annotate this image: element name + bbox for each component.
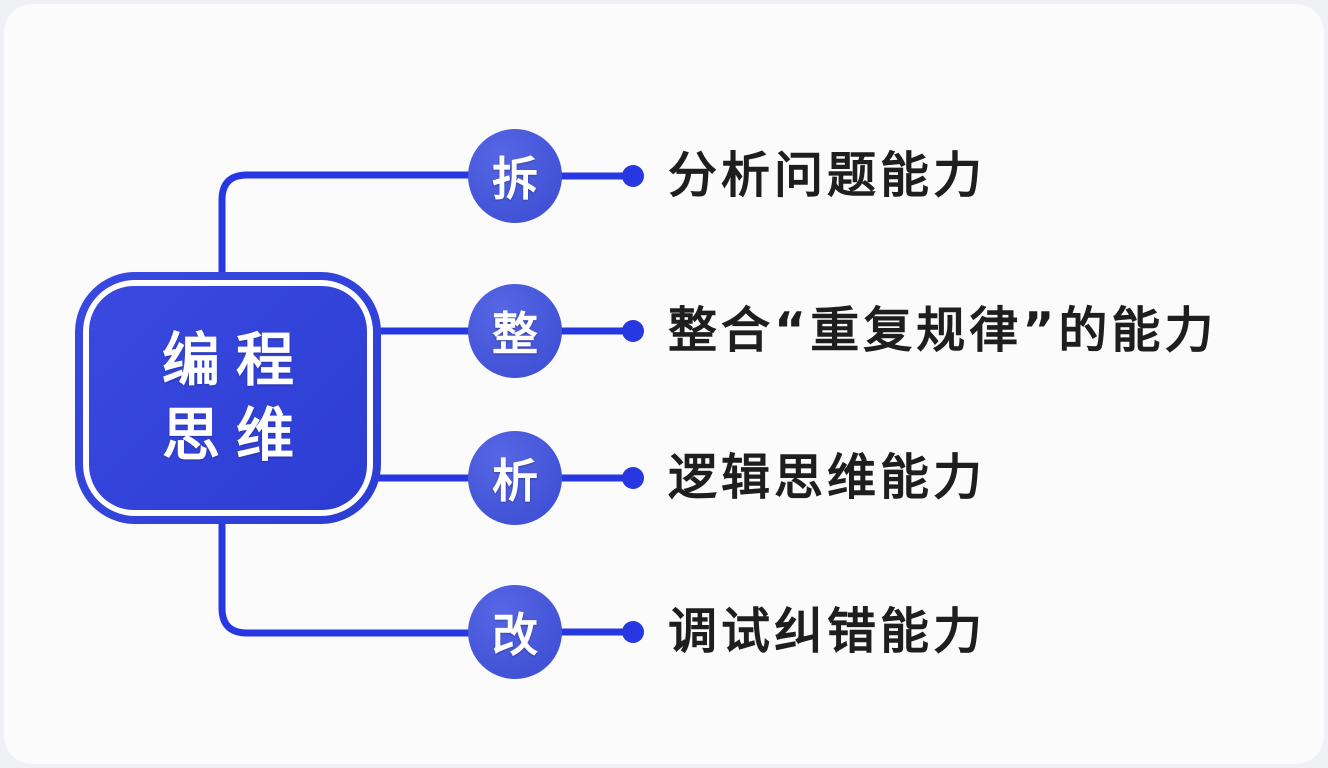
branch-node-gai: 改 <box>468 585 562 679</box>
branch-label-logical-thinking: 逻辑思维能力 <box>668 449 987 506</box>
root-node-white-ring: 编程 思维 <box>83 280 373 516</box>
branch-node-chai: 拆 <box>468 129 562 223</box>
branch-node-zheng: 整 <box>468 284 562 378</box>
root-node-title-line1: 编程 <box>161 325 310 394</box>
branch-label-integrate-patterns: 整合“重复规律”的能力 <box>668 302 1218 359</box>
root-node-programming-thinking: 编程 思维 <box>75 272 381 524</box>
root-node-title-line2: 思维 <box>161 401 310 469</box>
branch-label-debugging: 调试纠错能力 <box>668 603 987 660</box>
branch-label-analyze-problems: 分析问题能力 <box>668 147 987 204</box>
branch-key-xi: 析 <box>492 454 538 508</box>
branch-key-chai: 拆 <box>492 152 538 206</box>
branch-key-zheng: 整 <box>492 307 538 361</box>
root-node-inner: 编程 思维 <box>89 286 367 510</box>
branch-key-gai: 改 <box>492 608 538 662</box>
branch-node-xi: 析 <box>468 431 562 525</box>
